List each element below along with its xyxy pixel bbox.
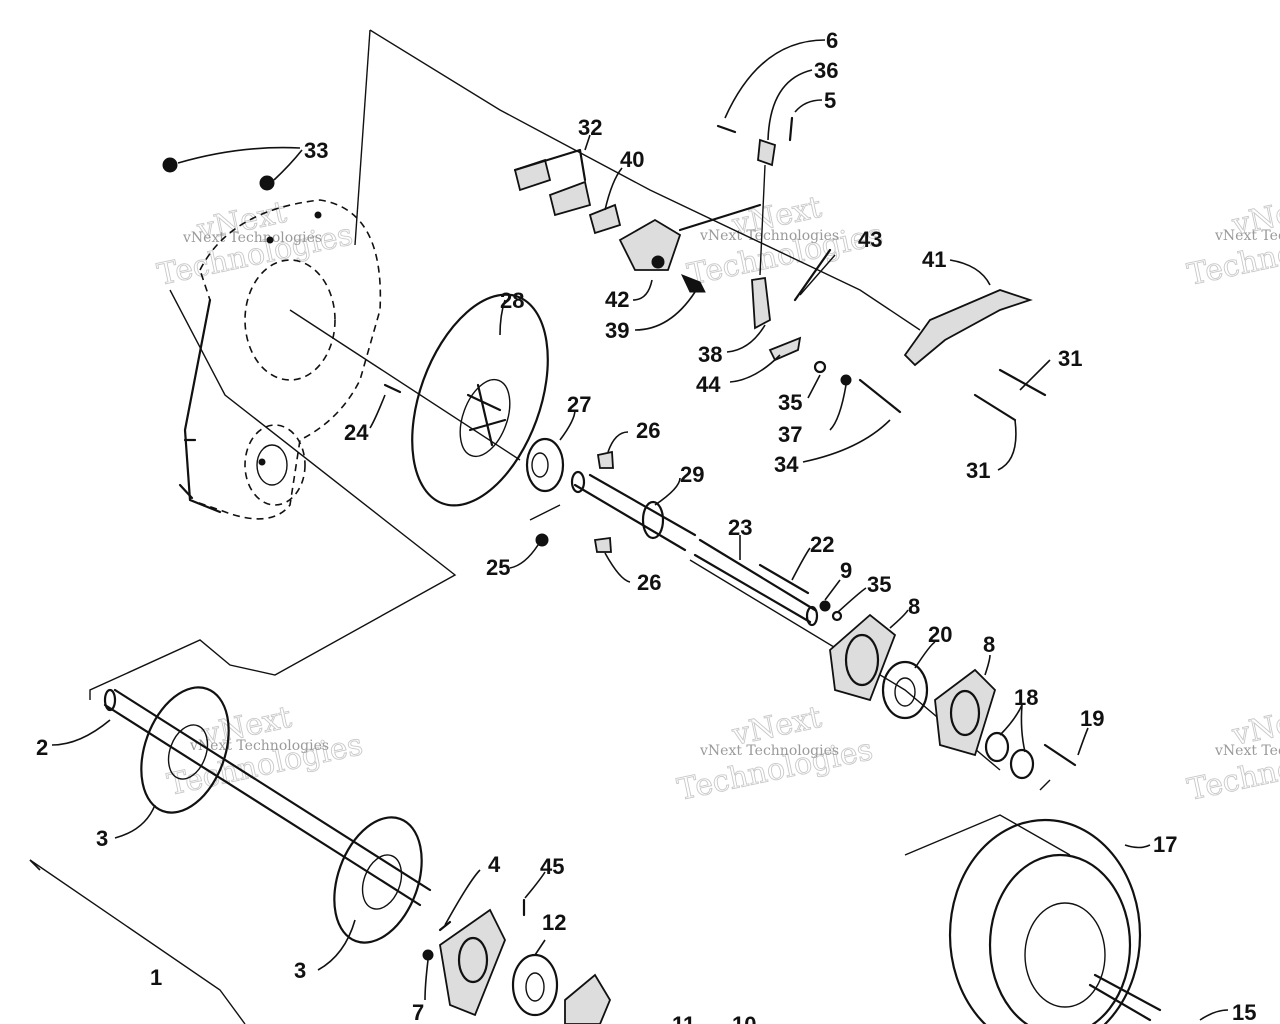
svg-text:vNext Technologies: vNext Technologies (699, 228, 839, 244)
pulley-17 (948, 818, 1162, 1024)
callout-26: 26 (637, 570, 661, 595)
callout-29: 29 (680, 462, 704, 487)
brake-lever-assembly (716, 116, 836, 362)
watermark-mid-center: vNext Technologies vNext Technologies (674, 699, 876, 808)
callout-36: 36 (814, 58, 838, 83)
callout-25: 25 (486, 555, 510, 580)
callout-12: 12 (542, 910, 566, 935)
washers-18 (984, 731, 1035, 780)
callout-7: 7 (412, 1000, 424, 1024)
callout-40: 40 (620, 147, 644, 172)
callout-28: 28 (500, 288, 524, 313)
callout-19: 19 (1080, 706, 1104, 731)
callout-26: 26 (636, 418, 660, 443)
callout-35: 35 (778, 390, 802, 415)
flange-lower (439, 908, 506, 1017)
callout-18: 18 (1014, 685, 1038, 710)
callout-17: 17 (1153, 832, 1177, 857)
callout-10: 10 (732, 1012, 756, 1024)
callout-1: 1 (150, 965, 162, 990)
svg-text:vNext Technologies: vNext Technologies (182, 230, 322, 246)
keys-26 (593, 450, 614, 553)
brake-disc-28 (411, 293, 549, 507)
callout-9: 9 (840, 558, 852, 583)
washers-9-35 (819, 600, 843, 622)
watermark-top-center: vNext Technologies vNext Technologies (684, 189, 886, 293)
callout-4: 4 (488, 852, 501, 877)
watermark-top-left: vNext Technologies vNext Technologies (154, 194, 356, 293)
nut-25 (535, 533, 549, 547)
callout-3: 3 (294, 958, 306, 983)
callout-33: 33 (304, 138, 328, 163)
hub-27 (525, 437, 565, 493)
bearing-20 (881, 660, 929, 720)
callout-41: 41 (922, 247, 946, 272)
sprocket-3-right (333, 816, 423, 944)
callout-24: 24 (344, 420, 369, 445)
callout-31: 31 (1058, 346, 1082, 371)
callout-34: 34 (774, 452, 799, 477)
svg-text:vNext Technologies: vNext Technologies (1214, 743, 1280, 759)
leader-lines (29, 39, 1229, 1021)
callout-3: 3 (96, 826, 108, 851)
callout-32: 32 (578, 115, 602, 140)
part-33-nuts (162, 146, 303, 191)
svg-text:vNext Technologies: vNext Technologies (1214, 228, 1280, 244)
callout-38: 38 (698, 342, 722, 367)
hardware-35-37-34 (813, 360, 902, 414)
callout-11: 11 (672, 1012, 695, 1024)
watermark-mid-right: vNext Technologies vNext Technologies (1184, 699, 1280, 808)
flange-lower-right (564, 973, 612, 1024)
bearing-12 (511, 953, 559, 1017)
callout-37: 37 (778, 422, 802, 447)
svg-text:vNext Technologies: vNext Technologies (189, 738, 329, 754)
callout-44: 44 (696, 372, 721, 397)
watermark-mid-left: vNext Technologies vNext Technologies (164, 699, 366, 803)
callout-5: 5 (824, 88, 836, 113)
bolt-24 (383, 383, 402, 394)
callout-43: 43 (858, 227, 882, 252)
bolt-19 (1043, 743, 1077, 767)
bolt-7 (422, 949, 434, 961)
bracket-41 (903, 289, 1033, 367)
callout-labels: 6 36 5 32 40 33 43 41 42 39 28 38 44 31 … (36, 28, 1256, 1024)
callout-39: 39 (605, 318, 629, 343)
flange-8-left (829, 613, 897, 702)
bolt-4 (438, 920, 452, 932)
bolts-31 (973, 368, 1047, 422)
tube-23 (693, 538, 819, 627)
brake-caliper-assembly (513, 148, 762, 293)
callout-8: 8 (908, 594, 920, 619)
callout-45: 45 (540, 854, 564, 879)
callout-35: 35 (867, 572, 891, 597)
sprocket-3-left (140, 686, 230, 814)
callout-8: 8 (983, 632, 995, 657)
callout-23: 23 (728, 515, 752, 540)
callout-15: 15 (1232, 1000, 1256, 1024)
watermark-top-right: vNext Technologies vNext Technologies (1184, 189, 1280, 293)
jackshaft-29 (570, 470, 697, 552)
callout-27: 27 (567, 392, 591, 417)
callout-6: 6 (826, 28, 838, 53)
assembly-guide-lines (29, 29, 1071, 1024)
callout-42: 42 (605, 287, 629, 312)
callout-22: 22 (810, 532, 834, 557)
callout-20: 20 (928, 622, 952, 647)
pin-22 (758, 563, 810, 595)
callout-2: 2 (36, 735, 48, 760)
svg-text:vNext Technologies: vNext Technologies (699, 743, 839, 759)
flange-8-right (934, 668, 997, 757)
callout-31: 31 (966, 458, 990, 483)
chaincase-housing (178, 199, 382, 520)
